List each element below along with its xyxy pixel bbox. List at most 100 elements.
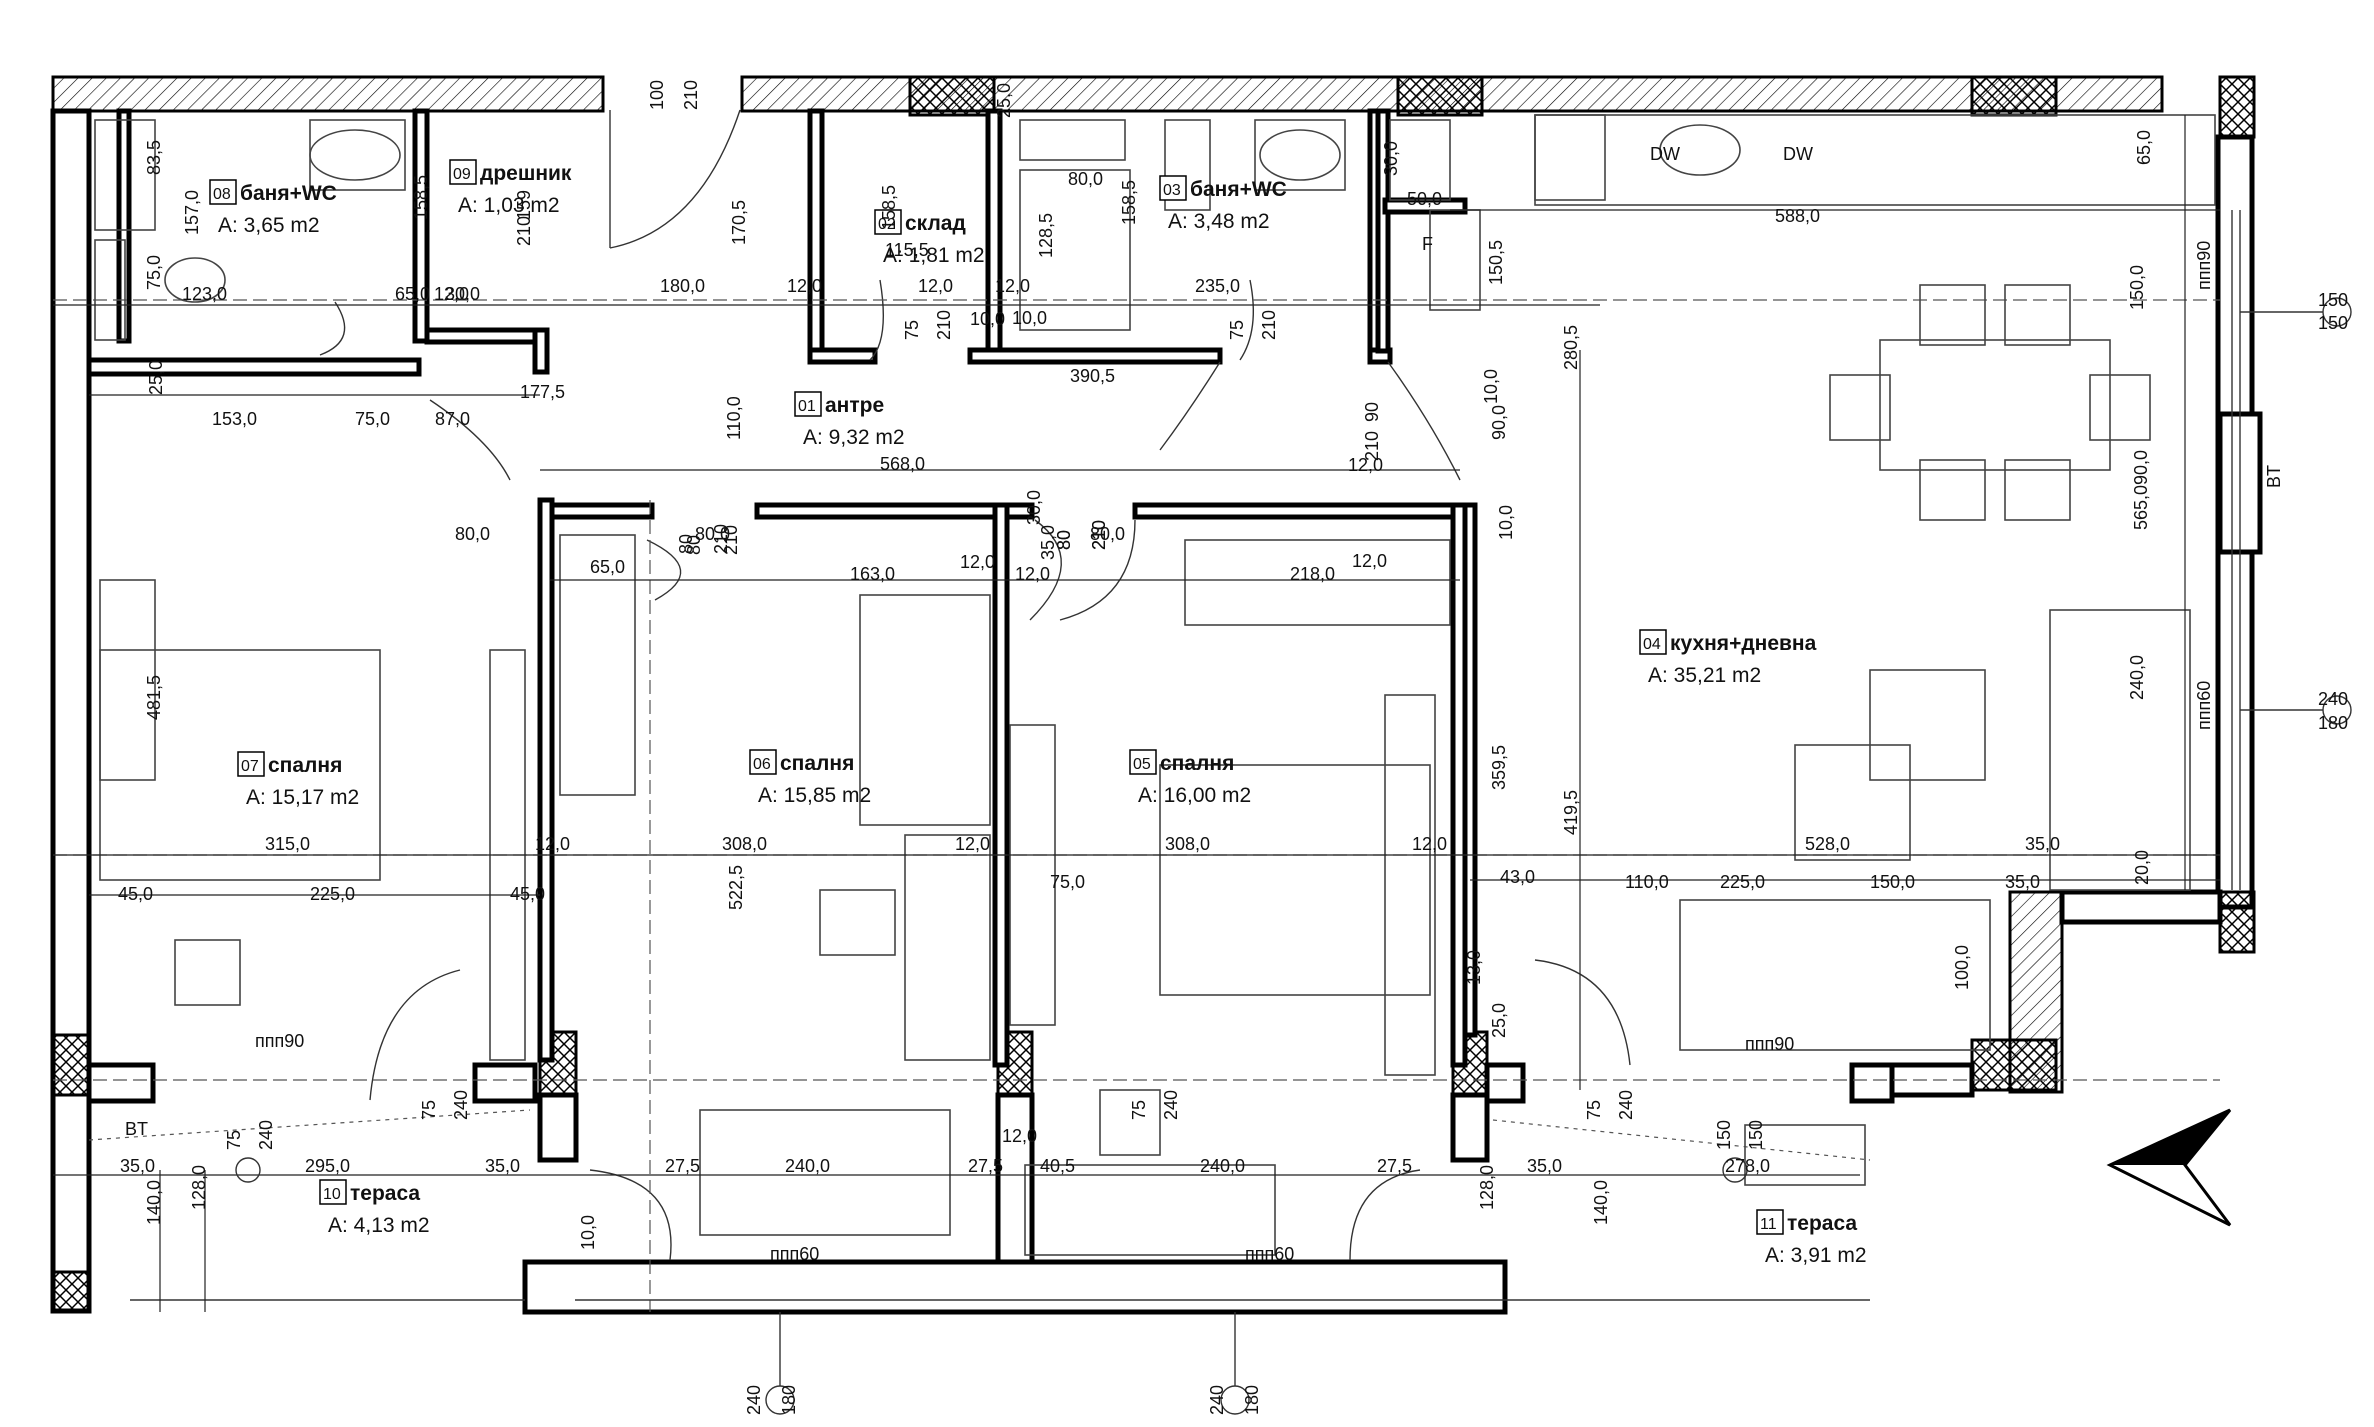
openings-label: ппп90 [2194, 241, 2214, 290]
dims-h-label: 308,0 [1165, 834, 1210, 854]
dims-h-label: 225,0 [1720, 872, 1765, 892]
room-number-box [1129, 749, 1157, 775]
dims-v-label: 30,0 [1381, 141, 1401, 176]
openings-label: 210 [711, 524, 731, 554]
dims-h-label: 278,0 [1725, 1156, 1770, 1176]
dims-v-label: 481,5 [144, 675, 164, 720]
openings-label: 210 [721, 525, 741, 555]
openings-label: 210 [681, 80, 701, 110]
room-number: 07 [241, 758, 259, 775]
openings-label: 80 [684, 535, 704, 555]
room-area: A: 3,65 m2 [218, 214, 320, 237]
dims-h-label: 12,0 [960, 552, 995, 572]
exterior-walls [50, 75, 2263, 1315]
dims-v-label: 10,0 [578, 1215, 598, 1250]
section-markers [235, 297, 2352, 1415]
dims-h-label: 315,0 [265, 834, 310, 854]
room-area: A: 16,00 m2 [1138, 784, 1251, 807]
dims-h-label: 225,0 [310, 884, 355, 904]
dims-v-label: 157,0 [182, 190, 202, 235]
room-area: A: 1,03 m2 [458, 194, 560, 217]
dims-v-label: 128,0 [189, 1165, 209, 1210]
dims-h-label: 150,0 [1870, 872, 1915, 892]
openings-label: 180 [2318, 713, 2348, 733]
dims-h-label: 12,0 [1412, 834, 1447, 854]
dims-v-label: 522,5 [726, 865, 746, 910]
dims-v-label: 25,0 [1489, 1003, 1509, 1038]
dims-v-label: 65,0 [2134, 130, 2154, 165]
openings-label: 240 [1616, 1090, 1636, 1120]
dims-h-label: 45,0 [118, 884, 153, 904]
room-number: 08 [213, 186, 231, 203]
room-name: дрешник [480, 162, 572, 185]
openings-label: 210 [1362, 431, 1382, 461]
openings-label: 80 [1054, 530, 1074, 550]
room-number: 01 [798, 398, 816, 415]
dims-h-label: 218,0 [1290, 564, 1335, 584]
room-name: баня+WC [1190, 178, 1287, 201]
dims-h-label: 35,0 [2025, 834, 2060, 854]
openings-label: 180 [1242, 1385, 1262, 1415]
room-number-box [749, 749, 777, 775]
room-name: антре [825, 394, 884, 417]
room-area: A: 3,91 m2 [1765, 1244, 1867, 1267]
dims-v-label: 75,0 [144, 255, 164, 290]
dims-h-label: 163,0 [850, 564, 895, 584]
room-number-box [874, 209, 902, 235]
openings-label: DW [1783, 144, 1813, 164]
openings-label: 150 [2318, 290, 2348, 310]
dims-h-label: 528,0 [1805, 834, 1850, 854]
room-name: спалня [268, 754, 342, 777]
dims-h-label: 123,0 [182, 284, 227, 304]
dims-v-label: 150,0 [2127, 265, 2147, 310]
openings-label: 150 [1714, 1120, 1734, 1150]
door-swings [319, 109, 1631, 1261]
openings-label: ппп60 [770, 1244, 819, 1264]
dims-h-label: 27,5 [968, 1156, 1003, 1176]
dims-h-label: 240,0 [1200, 1156, 1245, 1176]
room-number: 05 [1133, 756, 1151, 773]
dims-h-label: 153,0 [212, 409, 257, 429]
dims-h-label: 75,0 [1050, 872, 1085, 892]
openings-label: 75 [902, 320, 922, 340]
room-area: A: 1,81 m2 [883, 244, 985, 267]
dims-v-label: 240,0 [2127, 655, 2147, 700]
openings-label: 210 [1089, 520, 1109, 550]
dims-h-label: 80,0 [1068, 169, 1103, 189]
dims-v-label: 419,5 [1561, 790, 1581, 835]
dims-h-label: 35,0 [120, 1156, 155, 1176]
dims-h-label: 65,0 [395, 284, 430, 304]
dims-h-label: 308,0 [722, 834, 767, 854]
openings-label: 210 [1259, 310, 1279, 340]
marker-terrace-left [235, 1157, 261, 1183]
openings-label: 240 [1207, 1385, 1227, 1415]
room-number-box [794, 391, 822, 417]
dims-h-label: 50,0 [1407, 189, 1442, 209]
dims-v-label: 83,5 [144, 140, 164, 175]
dims-h-label: 177,5 [520, 382, 565, 402]
dims-v-label: 359,5 [1489, 745, 1509, 790]
dims-v-label: 10,0 [1496, 505, 1516, 540]
dims-v-label: 25,0 [994, 83, 1014, 118]
room-area: A: 3,48 m2 [1168, 210, 1270, 233]
openings-label: 210 [1089, 520, 1109, 550]
dims-v-label: 100,0 [1952, 945, 1972, 990]
openings-label: 75 [1584, 1100, 1604, 1120]
openings-label: 80 [1054, 530, 1074, 550]
openings-label: 90 [1362, 402, 1382, 422]
room-number: 09 [453, 166, 471, 183]
dims-h-label: 30,0 [445, 284, 480, 304]
room-number-box [1159, 175, 1187, 201]
dims-v-label: 170,5 [729, 200, 749, 245]
room-number: 06 [753, 756, 771, 773]
dims-h-label: 40,5 [1040, 1156, 1075, 1176]
openings-label: 240 [451, 1090, 471, 1120]
